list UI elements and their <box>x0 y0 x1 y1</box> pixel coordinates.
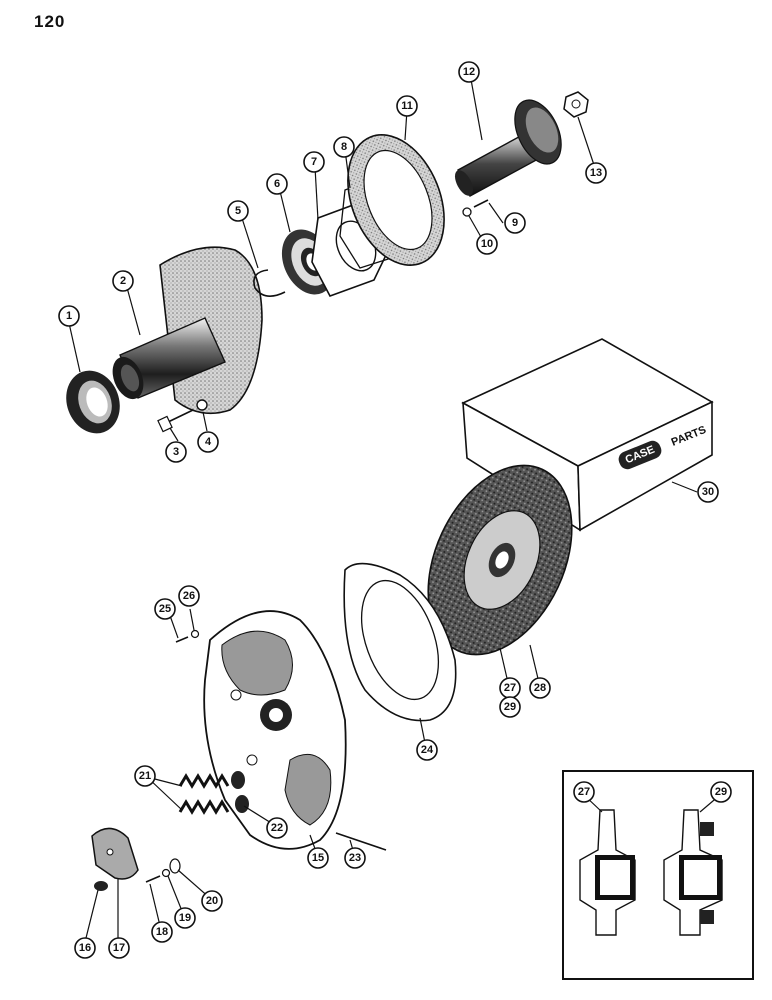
svg-text:25: 25 <box>159 603 171 615</box>
bolt-part-18 <box>145 875 161 883</box>
callout-7: 7 <box>303 151 325 173</box>
page-number: 120 <box>34 12 66 31</box>
callout-25: 25 <box>154 598 176 620</box>
svg-text:13: 13 <box>590 167 602 179</box>
callout-19: 19 <box>174 907 196 929</box>
bolt-part-25 <box>175 636 189 643</box>
spring-cups-part <box>231 771 249 813</box>
svg-text:15: 15 <box>312 852 324 864</box>
inset-callout-29: 29 <box>710 781 732 803</box>
oil-seal-part <box>66 370 120 434</box>
callout-5: 5 <box>227 200 249 222</box>
callout-16: 16 <box>74 937 96 959</box>
svg-text:2: 2 <box>120 275 126 287</box>
bolt-part-3 <box>157 409 194 433</box>
plate-part-20 <box>169 858 181 874</box>
svg-text:26: 26 <box>183 590 195 602</box>
callout-26: 26 <box>178 585 200 607</box>
callout-4: 4 <box>197 431 219 453</box>
washer-part-19 <box>161 868 171 878</box>
svg-text:18: 18 <box>156 926 168 938</box>
svg-text:9: 9 <box>512 217 518 229</box>
callout-11: 11 <box>396 95 418 117</box>
svg-text:28: 28 <box>534 682 546 694</box>
svg-text:1: 1 <box>66 310 72 322</box>
svg-text:8: 8 <box>341 141 347 153</box>
svg-text:27: 27 <box>504 682 516 694</box>
svg-text:22: 22 <box>271 822 283 834</box>
callout-23: 23 <box>344 847 366 869</box>
callout-24: 24 <box>416 739 438 761</box>
callout-12: 12 <box>458 61 480 83</box>
snap-ring-part <box>253 269 286 297</box>
clutch-housing-plate-part <box>203 610 347 850</box>
svg-text:11: 11 <box>401 100 413 112</box>
lever-cover-part <box>91 827 139 880</box>
detail-inset <box>562 770 754 980</box>
inset-callout-27: 27 <box>573 781 595 803</box>
clutch-shaft-gear-part <box>454 99 562 197</box>
roller-part <box>94 881 108 891</box>
svg-text:7: 7 <box>311 156 317 168</box>
washer-part-10 <box>462 207 472 217</box>
nut-part <box>563 91 589 118</box>
callout-9: 9 <box>504 212 526 234</box>
svg-text:19: 19 <box>179 912 191 924</box>
callout-8: 8 <box>333 136 355 158</box>
callout-2: 2 <box>112 270 134 292</box>
svg-text:23: 23 <box>349 852 361 864</box>
svg-text:10: 10 <box>481 238 493 250</box>
svg-text:29: 29 <box>504 701 516 713</box>
springs-part <box>178 773 230 815</box>
clutch-housing-sleeve-part <box>112 246 263 415</box>
callout-20: 20 <box>201 890 223 912</box>
svg-text:6: 6 <box>274 178 280 190</box>
callout-17: 17 <box>108 937 130 959</box>
friction-ring-part <box>347 134 445 266</box>
svg-text:21: 21 <box>139 770 151 782</box>
callout-13: 13 <box>585 162 607 184</box>
callout-1: 1 <box>58 305 80 327</box>
pressure-plate-part <box>343 562 457 722</box>
svg-text:20: 20 <box>206 895 218 907</box>
callout-22: 22 <box>266 817 288 839</box>
callout-6: 6 <box>266 173 288 195</box>
svg-text:27: 27 <box>578 786 590 798</box>
washer-part-4 <box>196 399 208 411</box>
svg-text:3: 3 <box>173 446 179 458</box>
svg-text:17: 17 <box>113 942 125 954</box>
callout-labels: 1 2 3 4 5 6 7 8 9 10 11 12 13 15 16 17 1… <box>58 61 732 959</box>
callout-18: 18 <box>151 921 173 943</box>
callout-28: 28 <box>529 677 551 699</box>
callout-15: 15 <box>307 847 329 869</box>
callout-30: 30 <box>697 481 719 503</box>
svg-text:16: 16 <box>79 942 91 954</box>
bolt-part-9 <box>473 199 489 208</box>
svg-text:29: 29 <box>715 786 727 798</box>
svg-text:30: 30 <box>702 486 714 498</box>
callout-10: 10 <box>476 233 498 255</box>
svg-text:5: 5 <box>235 205 241 217</box>
pin-part <box>335 832 387 851</box>
svg-text:4: 4 <box>205 436 212 448</box>
washer-part-26 <box>190 629 200 639</box>
callout-27: 27 <box>499 677 521 699</box>
clutch-disc-part <box>427 464 573 656</box>
callout-21: 21 <box>134 765 156 787</box>
svg-text:12: 12 <box>463 66 475 78</box>
callout-3: 3 <box>165 441 187 463</box>
svg-text:24: 24 <box>421 744 434 756</box>
callout-29: 29 <box>499 696 521 718</box>
